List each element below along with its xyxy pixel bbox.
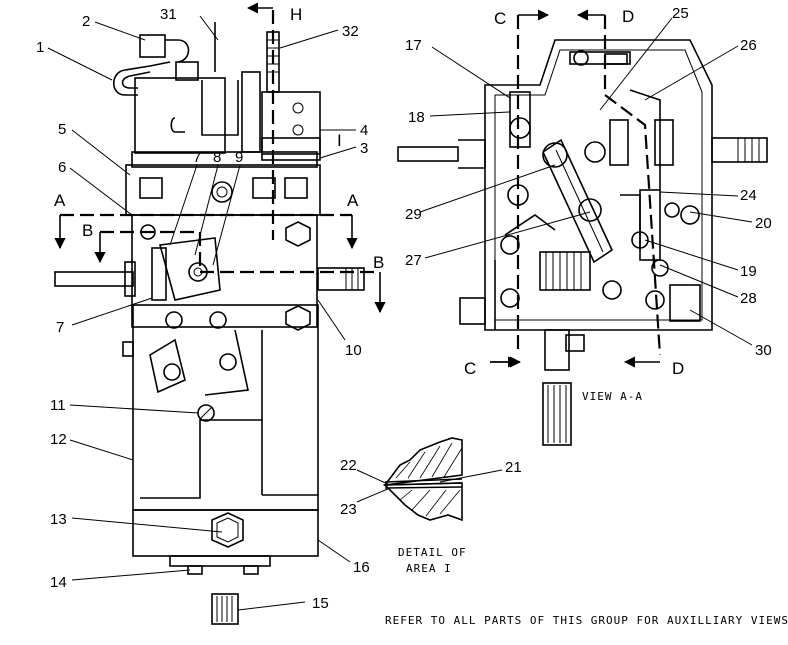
section-i: I [337,131,342,150]
callout-15: 15 [312,595,329,612]
hex-plug [211,512,244,548]
callout-20: 20 [755,215,772,232]
detail-gasket [384,478,463,483]
callout-18: 18 [408,109,425,126]
base-plate [132,509,319,557]
view-aa-plug [669,284,701,322]
drive-shaft [211,593,239,625]
callout-31: 31 [160,6,177,23]
callout-6: 6 [58,159,66,176]
section-line-b [100,230,380,274]
detail-lower-part [383,482,463,522]
callout-22: 22 [340,457,357,474]
callout-7-lower: 7 [56,319,64,336]
callout-4: 4 [360,122,368,139]
callout-16: 16 [353,559,370,576]
callout-5: 5 [58,121,66,138]
callout-23: 23 [340,501,357,518]
view-aa-link [541,138,614,264]
leader-lines [47,15,753,611]
caption-detail-line2: AREA I [406,562,452,575]
view-aa-outline [484,39,713,331]
section-c-top: C [494,9,506,28]
callout-8: 8 [213,149,221,166]
callout-24: 24 [740,187,757,204]
section-d-bottom: D [672,359,684,378]
top-cover [261,91,321,161]
callout-2: 2 [82,13,90,30]
callout-26: 26 [740,37,757,54]
callout-28: 28 [740,290,757,307]
housing-rib [140,419,262,499]
view-aa-shaft [711,137,768,163]
callout-7-upper: 7 [193,149,201,166]
view-aa-bottom-shaft [542,382,572,446]
section-letters: A A B B C C D D H I [54,5,684,378]
section-b-left: B [82,221,93,240]
section-line-d [603,15,662,356]
section-b-right: B [373,253,384,272]
callout-1: 1 [36,39,44,56]
governor-lever [158,237,221,301]
detail-area-i [383,437,463,522]
callout-19: 19 [740,263,757,280]
callout-29: 29 [405,206,422,223]
section-h: H [290,5,302,24]
caption-view-aa: VIEW A-A [582,390,643,403]
callout-10: 10 [345,342,362,359]
main-pump-view [54,22,365,625]
section-a-right: A [347,191,359,210]
detail-upper-part [383,437,463,487]
callout-12: 12 [50,431,67,448]
callout-30: 30 [755,342,772,359]
callout-32: 32 [342,23,359,40]
caption-detail-line1: DETAIL OF [398,546,467,559]
view-aa-gear [539,251,591,291]
spline-shaft [317,267,365,291]
callout-27: 27 [405,252,422,269]
callout-11: 11 [50,397,66,414]
callout-3: 3 [360,140,368,157]
callout-25: 25 [672,5,689,22]
section-c-bottom: C [464,359,476,378]
view-aa-lever [397,146,459,162]
mid-plate [125,164,321,216]
control-shaft [54,271,134,287]
caption-footer: REFER TO ALL PARTS OF THIS GROUP FOR AUX… [385,614,788,627]
callout-numbers: 1 2 3 4 5 6 7 7 8 9 10 11 12 13 14 15 16… [36,5,772,612]
section-a-left: A [54,191,66,210]
fitting [139,34,166,58]
callout-9: 9 [235,149,243,166]
section-d-top: D [622,7,634,26]
bottom-flange [169,555,271,567]
view-aa [397,39,768,446]
callout-17: 17 [405,37,422,54]
lower-housing [132,304,319,511]
fuel-line [112,61,171,96]
upper-body [134,77,226,154]
callout-14: 14 [50,574,67,591]
callout-13: 13 [50,511,67,528]
callout-21: 21 [505,459,522,476]
